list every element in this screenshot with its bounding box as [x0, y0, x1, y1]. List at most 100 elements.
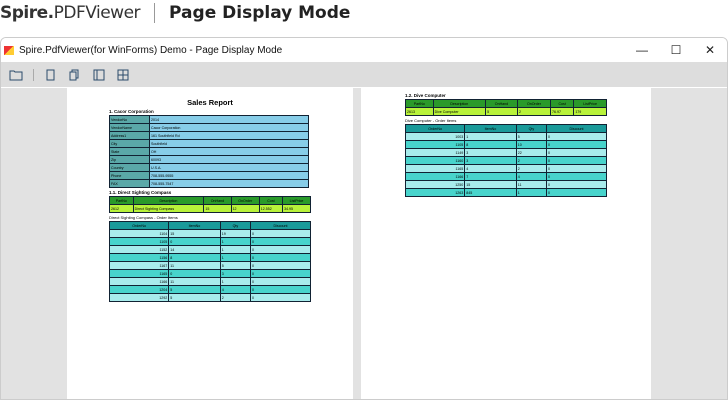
- table-cell: 1152: [108, 245, 170, 254]
- close-button[interactable]: ✕: [704, 43, 716, 57]
- divider: [154, 3, 156, 23]
- field-value: Cacor Corporation: [149, 123, 309, 132]
- table-cell: 0: [250, 245, 311, 254]
- table-cell: 1: [515, 188, 548, 197]
- table-cell: 76.97: [549, 107, 575, 116]
- table-cell: 0: [250, 293, 311, 302]
- field-value: Southfield: [149, 139, 309, 148]
- brand-logo: Spire.PDFViewer: [0, 3, 141, 23]
- table-cell: 10: [515, 140, 548, 149]
- grid-page-icon[interactable]: [116, 68, 130, 82]
- table-cell: 12: [230, 204, 260, 213]
- table-cell: 2: [515, 156, 548, 165]
- table-cell: 1165: [404, 164, 466, 173]
- document-view[interactable]: Sales Report 1. Cacor Corporation Vendor…: [1, 88, 727, 399]
- table-cell: 0: [168, 269, 221, 278]
- table-cell: 1105: [108, 237, 170, 246]
- minimize-button[interactable]: —: [636, 43, 648, 57]
- table-cell: 11: [168, 261, 221, 270]
- column-header: ListPrice: [573, 99, 607, 108]
- table-cell: 5: [515, 132, 548, 141]
- field-value: 2014: [149, 115, 309, 124]
- column-header: Qty: [219, 221, 252, 230]
- table-cell: 1263: [404, 188, 466, 197]
- table-cell: 0: [546, 180, 607, 189]
- table-cell: 1292: [108, 293, 170, 302]
- app-icon: [4, 45, 14, 55]
- table-cell: 14: [168, 245, 221, 254]
- column-header: OnOrder: [516, 99, 551, 108]
- table-cell: 0: [546, 148, 607, 157]
- column-header: OnHand: [203, 196, 232, 205]
- table-cell: 1149: [404, 148, 466, 157]
- column-header: Discount: [250, 221, 311, 230]
- page-header: Spire.PDFViewer Page Display Mode: [0, 0, 350, 26]
- field-label: Country: [109, 163, 150, 172]
- field-label: Address1: [109, 131, 150, 140]
- table-cell: 5: [485, 107, 518, 116]
- table-cell: 0: [250, 269, 311, 278]
- field-label: FAX: [109, 179, 150, 188]
- column-header: OnHand: [485, 99, 518, 108]
- pdf-page-1: Sales Report 1. Cacor Corporation Vendor…: [67, 88, 353, 399]
- table-cell: 15: [464, 180, 517, 189]
- table-cell: 12.552: [258, 204, 284, 213]
- page-title: Page Display Mode: [169, 3, 351, 23]
- field-label: VendorNo: [109, 115, 150, 124]
- facing-page-icon[interactable]: [92, 68, 106, 82]
- field-value: 161 Southfield Rd: [149, 131, 309, 140]
- table-cell: 15: [203, 204, 232, 213]
- table-cell: 0: [546, 164, 607, 173]
- maximize-button[interactable]: ☐: [670, 43, 682, 57]
- table-cell: 1105: [404, 140, 466, 149]
- open-folder-icon[interactable]: [9, 68, 23, 82]
- table-cell: 1166: [404, 172, 466, 181]
- table-cell: 5: [168, 285, 221, 294]
- table-cell: 1: [219, 253, 252, 262]
- column-header: OrderNo: [404, 124, 466, 133]
- table-cell: 7: [464, 172, 517, 181]
- table-cell: 19: [219, 229, 252, 238]
- table-cell: 34.95: [282, 204, 311, 213]
- orders-heading: Direct Sighting Compass - Order Items: [109, 215, 178, 220]
- part-heading: 1.2. Dive Computer: [405, 93, 446, 98]
- table-cell: 5: [168, 293, 221, 302]
- single-page-icon[interactable]: [44, 68, 58, 82]
- table-cell: 0: [546, 172, 607, 181]
- table-cell: 1: [219, 245, 252, 254]
- orders-heading: Dive Computer - Order Items: [405, 118, 457, 123]
- table-cell: 179: [573, 107, 607, 116]
- table-cell: 1166: [108, 277, 170, 286]
- table-cell: 0: [250, 285, 311, 294]
- window-title: Spire.PdfViewer(for WinForms) Demo - Pag…: [19, 44, 283, 56]
- table-cell: 15: [168, 229, 221, 238]
- field-value: 60093: [149, 155, 309, 164]
- table-cell: 0: [250, 261, 311, 270]
- table-cell: 0: [168, 237, 221, 246]
- app-window: Spire.PdfViewer(for WinForms) Demo - Pag…: [0, 37, 728, 400]
- column-header: ListPrice: [282, 196, 311, 205]
- table-cell: 1104: [108, 229, 170, 238]
- column-header: Cost: [549, 99, 575, 108]
- table-cell: 0: [546, 132, 607, 141]
- toolbar-divider: [33, 68, 34, 81]
- field-value: 708-555-9555: [149, 171, 309, 180]
- table-cell: 1156: [108, 253, 170, 262]
- continuous-page-icon[interactable]: [68, 68, 82, 82]
